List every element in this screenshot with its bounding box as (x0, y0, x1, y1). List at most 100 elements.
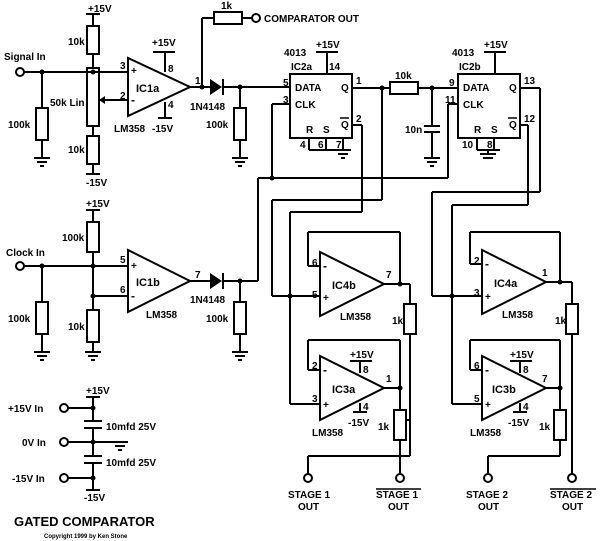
resistor-1k-comparator (213, 11, 243, 25)
ic1a-plus-sign: + (131, 66, 137, 77)
ic3b-vpos: +15V (510, 350, 534, 361)
diode-d1 (210, 79, 222, 95)
label-r-100k-clk-top: 100k (62, 233, 85, 244)
ic2a-s: S (323, 125, 330, 136)
ic3b-pin-out: 7 (542, 374, 548, 385)
ic1b-minus-sign: - (131, 289, 135, 303)
label-r-100k-signal: 100k (8, 120, 31, 131)
ic2a-pin-data: 5 (283, 78, 289, 89)
ic4b-pin-plus: 5 (312, 290, 318, 301)
label-r-10k-clk: 10k (68, 322, 85, 333)
ic2a-name: IC2a (291, 62, 313, 73)
ic4b-pin-out: 7 (386, 270, 392, 281)
resistor-1k-ic3b (553, 409, 567, 441)
stage2-out-inv-jack[interactable] (567, 473, 577, 483)
ic2b-r: R (474, 125, 482, 136)
label-r-100k-clk: 100k (8, 314, 31, 325)
ic2b-pin-r: 10 (462, 140, 474, 151)
label-r-1k-ic3a: 1k (378, 422, 390, 433)
ic1a-pin-minus: 2 (120, 91, 126, 102)
label-stage2n-l2: OUT (562, 502, 583, 513)
ic2b-name: IC2b (459, 62, 481, 73)
resistor-100k-clk (35, 301, 49, 335)
ic3a-minus-sign: - (323, 363, 327, 377)
label-r-10k-top: 10k (68, 37, 85, 48)
resistor-10k-top (86, 25, 100, 55)
ic1a-vpos: +15V (152, 38, 176, 49)
stage1-outputs: STAGE 1 OUT STAGE 1 OUT (288, 420, 421, 513)
resistor-100k-clk-top (86, 221, 100, 253)
ic1a-minus-sign: - (131, 93, 135, 107)
ic2b-clk: CLK (463, 100, 484, 111)
opamp-ic3a: IC3a - + 2 3 1 LM358 +15V 8 4 -15V 1k (307, 339, 407, 474)
ic4a-plus-sign: + (485, 292, 491, 303)
ic2a-clk: CLK (295, 100, 316, 111)
label-r-10k-mid: 10k (395, 71, 412, 82)
label-stage1-l1: STAGE 1 (288, 490, 330, 501)
ic3a-vneg: -15V (348, 418, 369, 429)
label-r-100k-d2: 100k (206, 314, 229, 325)
ic3b-name: IC3b (492, 384, 516, 396)
stage1-out-inv-jack[interactable] (395, 473, 405, 483)
stage2-wiring (431, 88, 541, 405)
resistor-1k-ic4b (403, 303, 417, 335)
stage1-out-jack[interactable] (303, 473, 313, 483)
rail-label-p15-clk: +15V (86, 199, 110, 210)
m15-in-jack[interactable] (59, 473, 69, 483)
potentiometer-50k (86, 67, 100, 127)
opamp-ic1a: IC1a + - 3 2 1 LM358 +15V 8 4 -15V 1k CO… (114, 1, 359, 167)
ic3b-part: LM358 (470, 428, 502, 439)
stage2-out-jack[interactable] (483, 473, 493, 483)
clock-in-jack[interactable] (15, 261, 25, 271)
label-d1: 1N4148 (190, 102, 225, 113)
label-c-sup1: 10mfd 25V (106, 422, 156, 433)
ic4b-name: IC4b (332, 280, 356, 292)
power-supply-section: +15V -15V 10mfd 25V 10mfd 25V +15V In 0V… (8, 386, 156, 504)
zero-in-jack[interactable] (59, 437, 69, 447)
comparator-out-jack[interactable] (251, 13, 261, 23)
ic4a-minus-sign: - (485, 257, 489, 271)
signal-in-jack[interactable] (15, 67, 25, 77)
opamp-ic4a: IC4a - + 2 3 1 LM358 1k (469, 231, 579, 474)
ic2a-qbar: Q (341, 120, 349, 131)
label-stage1n-l1: STAGE 1 (376, 490, 418, 501)
ic2a-q: Q (341, 83, 349, 94)
ic3a-vpos: +15V (350, 350, 374, 361)
label-stage1n-l2: OUT (388, 502, 409, 513)
ic3b-pin-vpos: 8 (523, 365, 529, 376)
ic4b-pin-minus: 6 (312, 258, 318, 269)
label-p15-in: +15V In (8, 404, 43, 415)
signal-input-section: +15V 10k 50k Lin 10k -15V Signal In 100k (4, 4, 128, 189)
ic2a-pin-qbar: 2 (356, 114, 362, 125)
label-d2: 1N4148 (190, 295, 225, 306)
ic1a-pin-vneg: 4 (168, 100, 174, 111)
label-c-10n: 10n (405, 125, 422, 136)
rail-label-p15-psu: +15V (86, 386, 110, 397)
ic2b-body (457, 73, 521, 139)
resistor-100k-signal (35, 107, 49, 141)
ic1a-vneg: -15V (152, 124, 173, 135)
ic4b-part: LM358 (340, 312, 372, 323)
ic4a-pin-minus: 2 (474, 256, 480, 267)
label-stage2-l2: OUT (478, 502, 499, 513)
ic4a-pin-out: 1 (542, 268, 548, 279)
ic3b-vneg: -15V (508, 418, 529, 429)
label-c-sup2: 10mfd 25V (106, 458, 156, 469)
ic2a-pin-vdd: 14 (329, 62, 341, 73)
ic2a-pin-gnd: 7 (336, 140, 342, 151)
p15-in-jack[interactable] (59, 403, 69, 413)
label-stage2n-l1: STAGE 2 (550, 490, 592, 501)
label-r-1k-ic4a: 1k (555, 316, 567, 327)
ic1a-part: LM358 (114, 124, 146, 135)
ic1a-pin-out: 1 (195, 76, 201, 87)
label-m15-in: -15V In (12, 474, 45, 485)
ic3b-pin-plus: 5 (474, 394, 480, 405)
label-clock-in: Clock In (6, 248, 45, 259)
label-stage2-l1: STAGE 2 (466, 490, 508, 501)
ic3a-pin-plus: 3 (312, 394, 318, 405)
diagram-title: GATED COMPARATOR (14, 514, 155, 529)
resistor-100k-d2 (233, 301, 247, 335)
ic2b-q: Q (509, 83, 517, 94)
ic2a-pin-q: 1 (356, 76, 362, 87)
